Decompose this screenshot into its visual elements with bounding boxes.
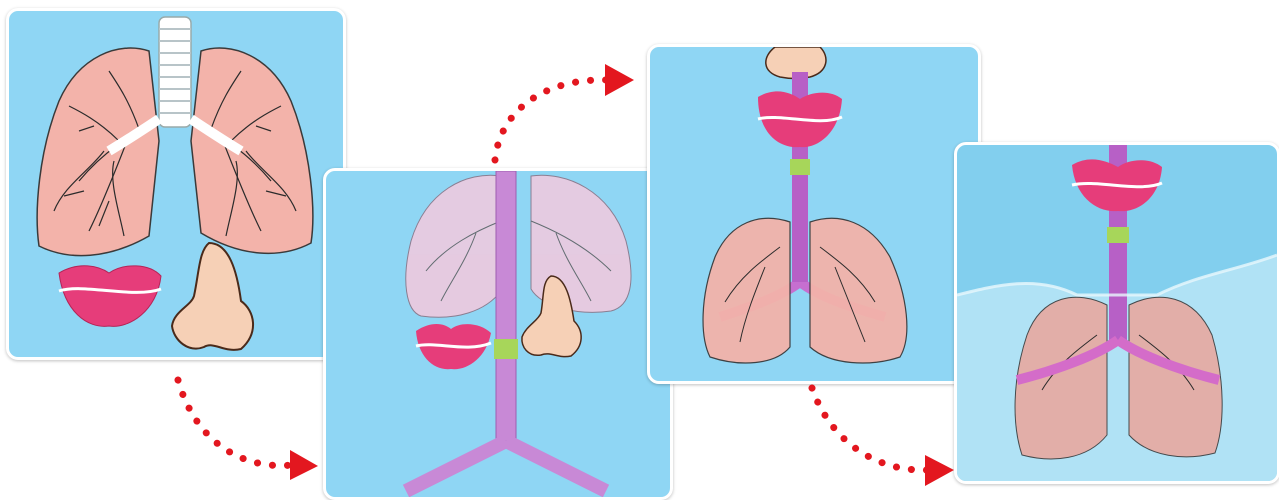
arrow-icon xyxy=(812,388,954,486)
step-4-illustration xyxy=(957,145,1277,481)
step-2-illustration xyxy=(326,171,670,497)
lips-icon xyxy=(758,91,842,147)
trachea-icon xyxy=(159,17,191,127)
pale-lungs-icon xyxy=(406,175,631,317)
step-4-panel xyxy=(954,142,1279,484)
step-1-panel xyxy=(6,8,346,360)
step-1-illustration xyxy=(9,11,343,357)
step-3-illustration xyxy=(650,47,978,381)
lips-icon xyxy=(59,266,161,327)
left-lung-icon xyxy=(37,48,159,256)
arrow-icon xyxy=(178,380,318,480)
nose-icon xyxy=(172,243,253,350)
lips-icon xyxy=(1072,159,1162,211)
lips-icon xyxy=(416,324,491,369)
step-3-panel xyxy=(647,44,981,384)
step-2-panel xyxy=(323,168,673,500)
arrow-icon xyxy=(495,64,634,160)
